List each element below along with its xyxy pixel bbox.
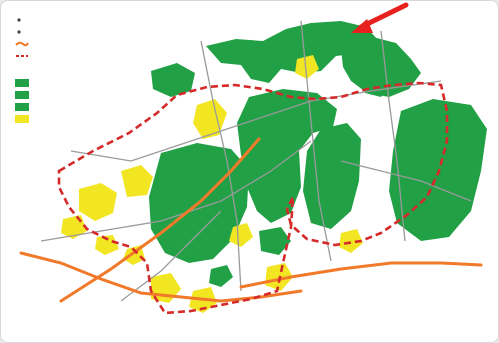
forest-patch-small-1: [259, 227, 291, 255]
forest-swatch-icon: [15, 79, 29, 87]
forest-swatch-icon: [15, 91, 29, 99]
legend-dot-icon: [15, 28, 29, 36]
boundary-dash-icon: [15, 52, 29, 60]
minor-roads: [40, 20, 472, 302]
settlement-areas: [61, 55, 363, 313]
legend-row-cat-1: [15, 78, 165, 88]
forest-patch-central: [237, 89, 337, 223]
legend-row-2: [15, 27, 165, 37]
road-line-icon: [15, 40, 29, 48]
major-road-east: [239, 261, 483, 289]
forest-patch-northwest: [151, 63, 195, 97]
legend-row-cat-3: [15, 102, 165, 112]
minor-road-3: [200, 40, 242, 292]
minor-road-5: [380, 30, 406, 242]
settlement-left-1: [95, 235, 119, 255]
forest-swatch-icon: [15, 103, 29, 111]
settlement-west: [79, 183, 117, 221]
settlement-northwest: [193, 99, 227, 139]
settlement-east: [339, 229, 363, 253]
settlement-swatch-icon: [15, 115, 29, 123]
minor-road-2: [40, 140, 312, 242]
major-road-diagonal: [59, 137, 261, 303]
map-legend: [15, 15, 165, 126]
legend-row-road: [15, 39, 165, 49]
legend-row-cat-4: [15, 114, 165, 124]
forest-patch-north: [206, 21, 379, 83]
arrow-head: [351, 19, 373, 33]
forest-areas: [149, 21, 487, 287]
minor-road-4: [300, 20, 332, 262]
boundary-line: [57, 81, 449, 315]
legend-row-boundary: [15, 51, 165, 61]
arrow-pointer-icon: [351, 2, 409, 33]
forest-patch-central-east: [303, 123, 361, 229]
minor-road-7: [340, 160, 472, 202]
legend-heading: [17, 65, 165, 75]
legend-row-cat-2: [15, 90, 165, 100]
settlement-north: [295, 55, 319, 79]
legend-dot-icon: [15, 16, 29, 24]
minor-road-6: [120, 210, 222, 302]
legend-row-1: [15, 15, 165, 25]
minor-road-1: [70, 80, 442, 162]
settlement-mid: [229, 223, 253, 247]
settlement-center: [121, 165, 153, 197]
forest-patch-small-3: [209, 265, 233, 287]
